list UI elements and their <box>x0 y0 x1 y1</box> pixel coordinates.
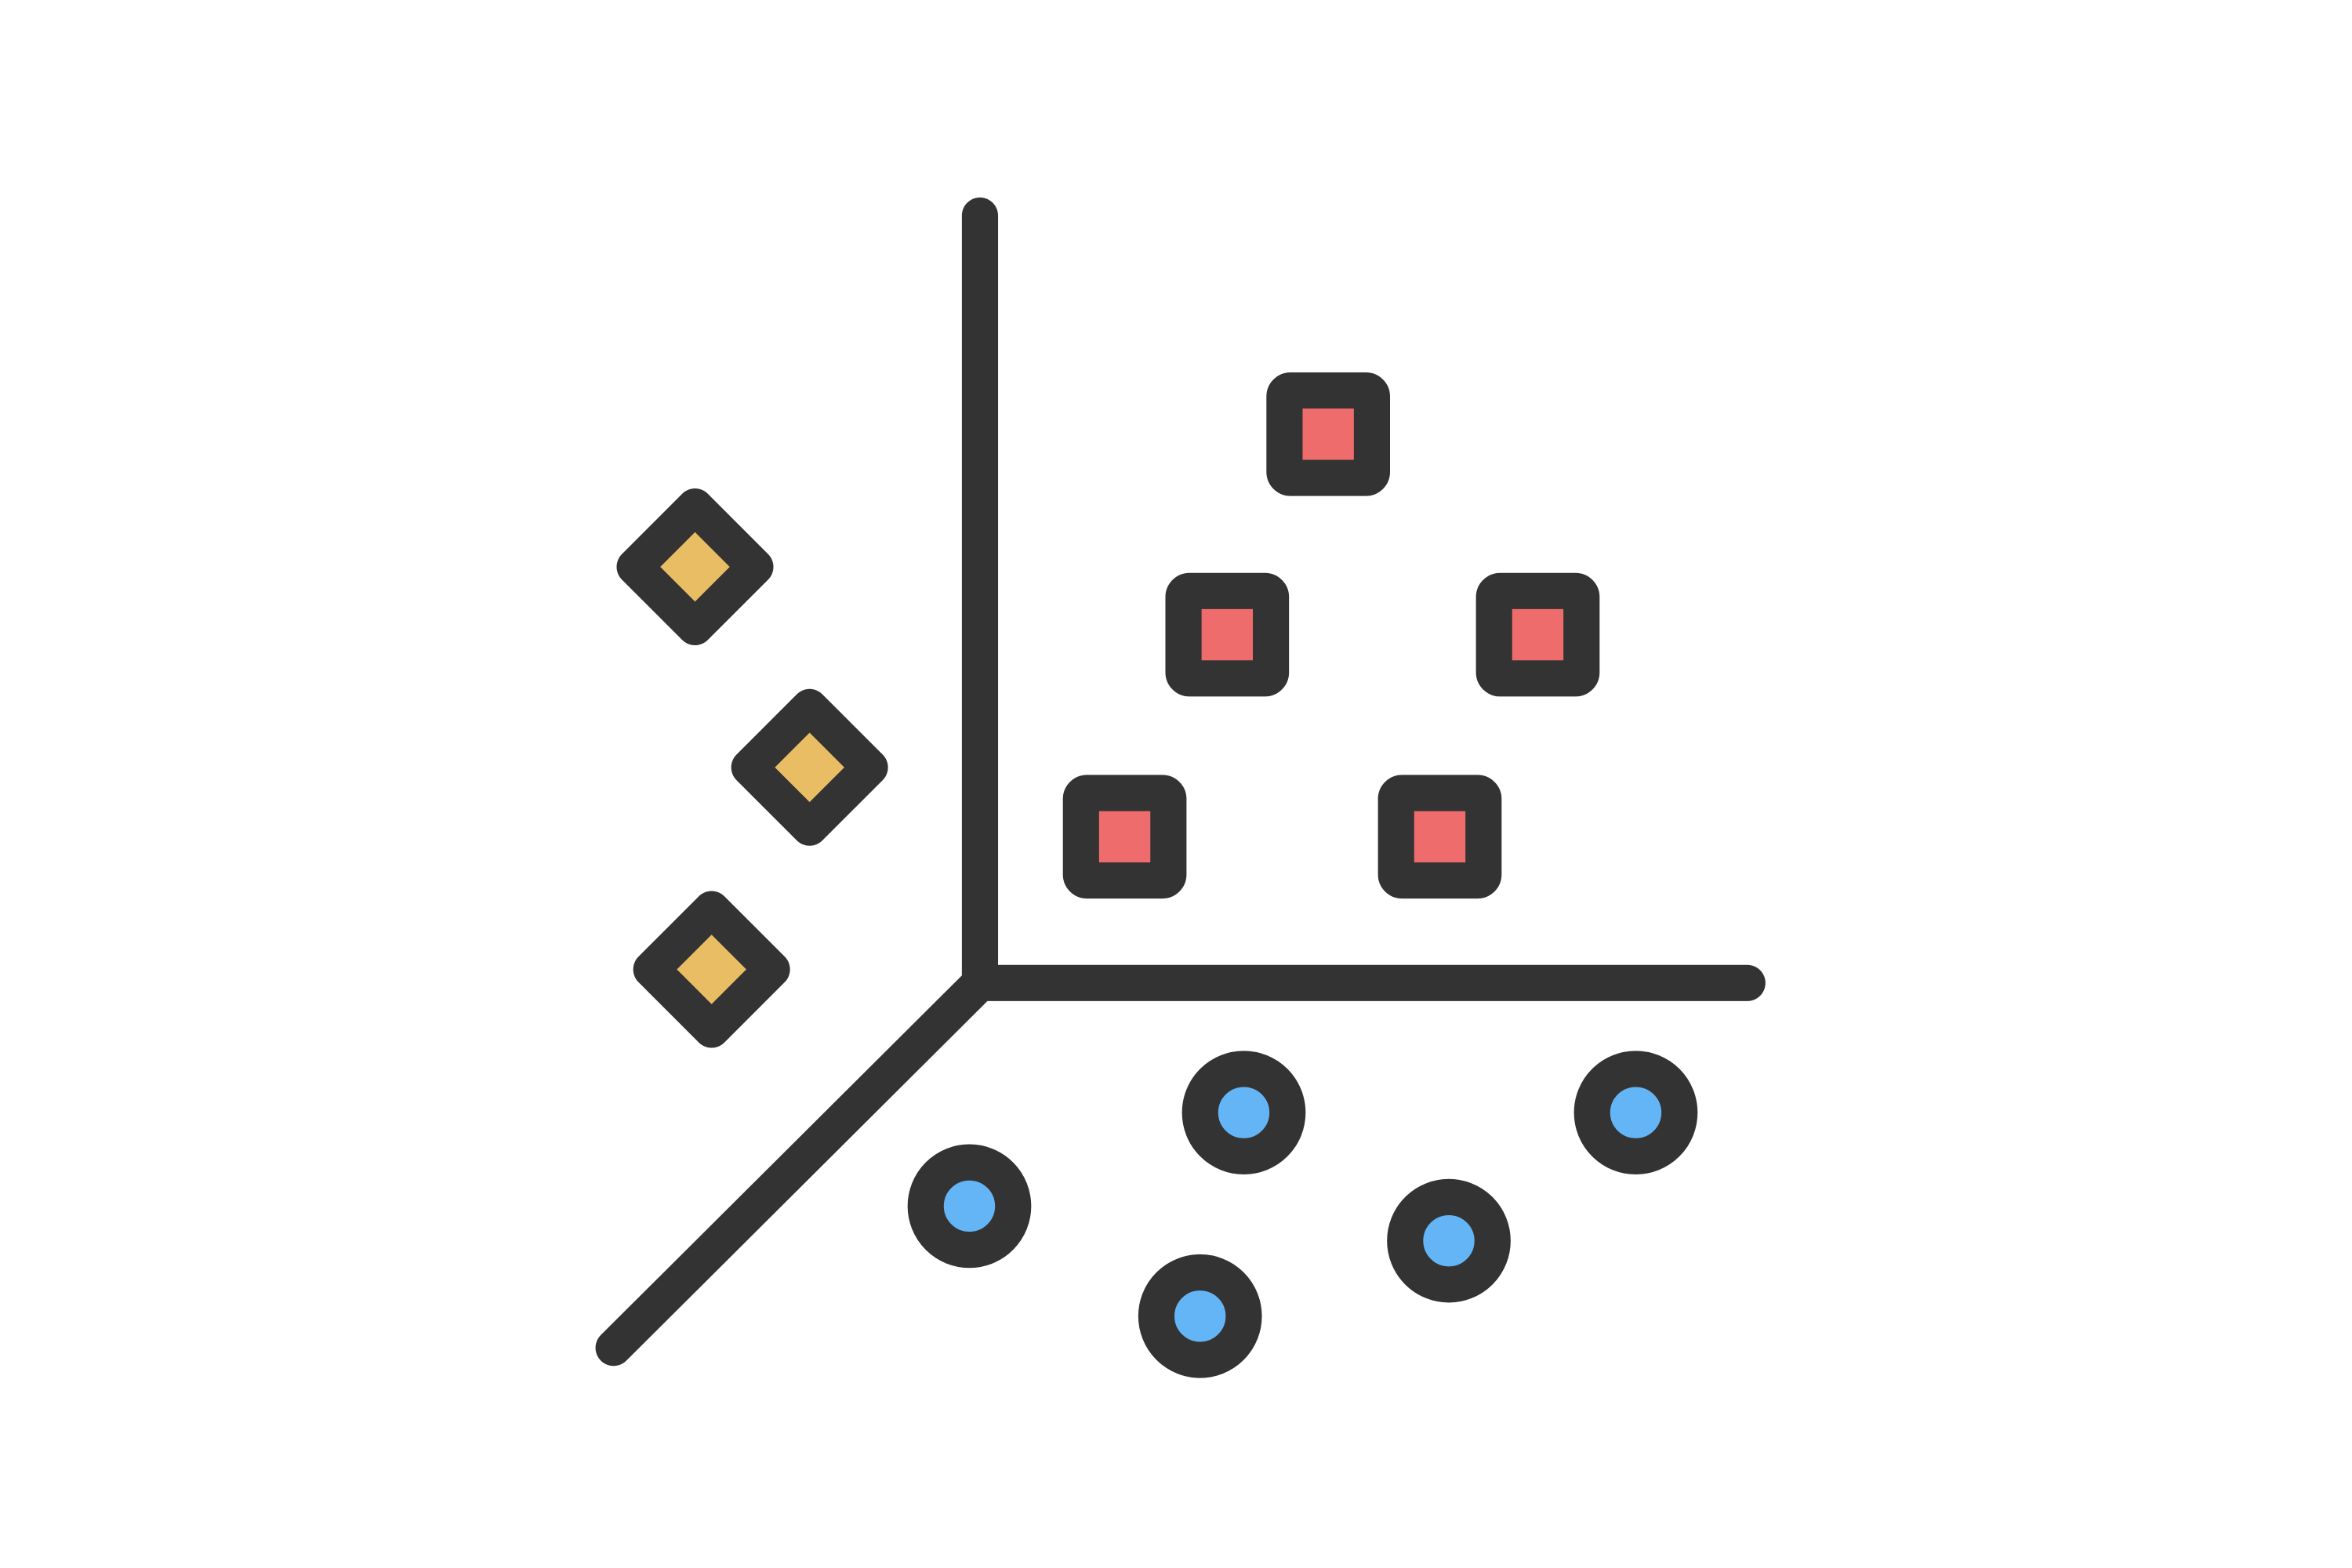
circle-marker <box>1387 1178 1511 1303</box>
circle-marker <box>1181 1051 1306 1175</box>
square-marker <box>1165 572 1290 697</box>
square-marker <box>1475 572 1600 697</box>
diamond-cluster <box>616 488 888 1048</box>
axes-group <box>595 197 1766 1367</box>
circle-cluster <box>907 1051 1698 1378</box>
circle-marker <box>1573 1051 1698 1175</box>
circle-marker <box>1138 1254 1262 1378</box>
circle-marker <box>907 1144 1032 1269</box>
diamond-marker <box>731 688 888 846</box>
diamond-marker <box>633 891 790 1048</box>
square-marker <box>1266 372 1391 496</box>
depth-axis <box>595 964 999 1367</box>
square-marker <box>1377 775 1502 899</box>
square-marker <box>1062 775 1187 899</box>
diamond-marker <box>616 488 774 646</box>
square-cluster <box>1062 372 1600 899</box>
